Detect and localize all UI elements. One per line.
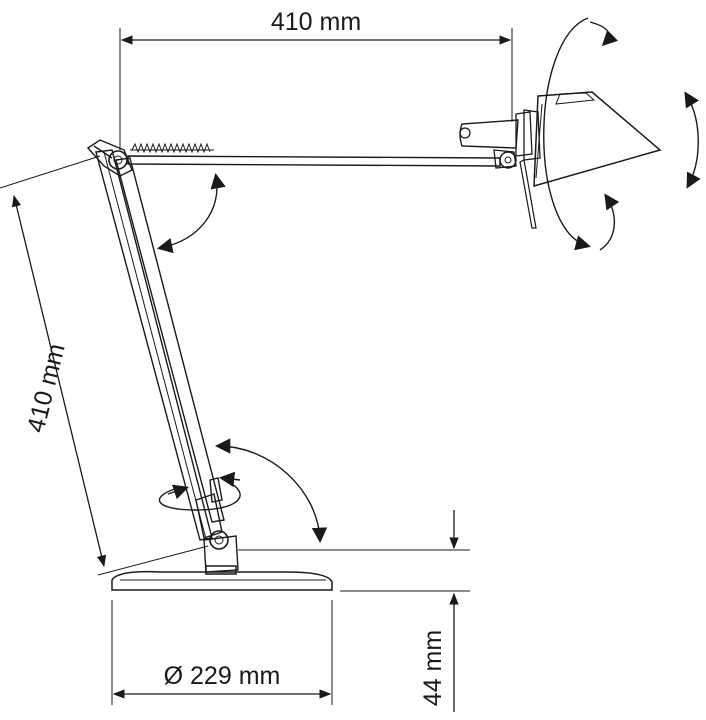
top-dimension: 410 mm	[119, 8, 513, 150]
shade-tilt-arrow	[684, 91, 701, 189]
base-diameter-dimension: Ø 229 mm	[111, 600, 333, 705]
shade-rotate-arrow	[543, 17, 620, 251]
elbow-joint	[86, 139, 133, 177]
lamp-handle	[519, 159, 537, 229]
stem-swivel-arrow	[158, 471, 241, 511]
extension-line-upper	[0, 155, 101, 189]
top-dimension-label: 410 mm	[271, 8, 361, 36]
elbow-rotate-arrow	[156, 172, 226, 254]
spring	[130, 142, 214, 154]
upper-arm	[127, 149, 517, 169]
lamp-base	[111, 530, 333, 591]
extension-line-lower	[97, 545, 209, 576]
base-plate	[111, 570, 333, 591]
lamp-head	[459, 91, 662, 229]
base-joint-rotate-arrow	[214, 438, 328, 544]
base-diameter-label: Ø 229 mm	[164, 662, 281, 690]
arm-dimension: 410 mm	[0, 155, 209, 576]
lamp-shade	[533, 91, 662, 188]
dimension-line-arm	[11, 194, 107, 568]
arm-dimension-label: 410 mm	[22, 341, 71, 435]
base-height-dimension: 44 mm	[238, 510, 470, 712]
base-height-label: 44 mm	[419, 630, 447, 706]
lower-arm	[95, 149, 225, 541]
